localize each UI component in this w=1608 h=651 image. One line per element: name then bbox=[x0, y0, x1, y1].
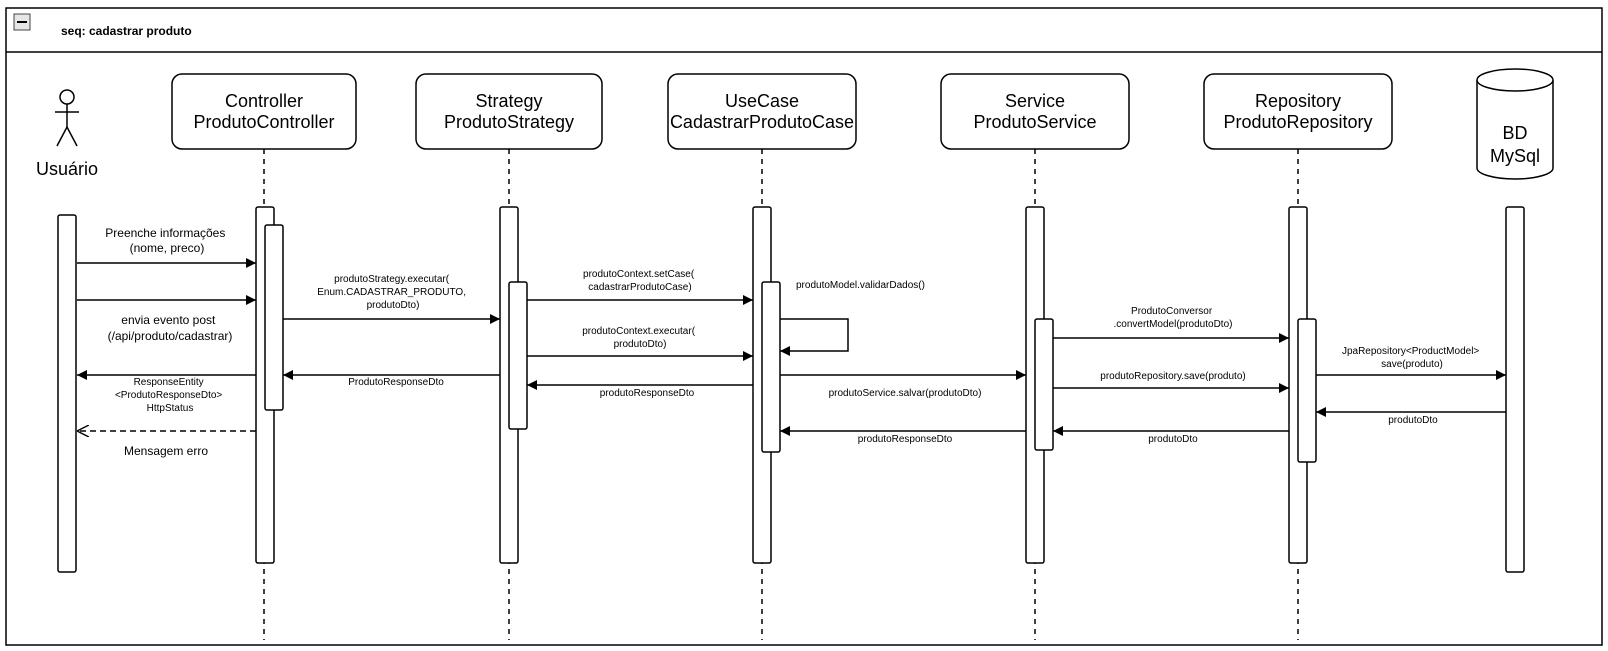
participant-type: Service bbox=[1005, 91, 1065, 111]
participant-name: CadastrarProdutoCase bbox=[670, 112, 854, 132]
participant-service: Service ProdutoService bbox=[940, 73, 1130, 150]
database-type: BD bbox=[1502, 123, 1527, 143]
message-label: produtoResponseDto bbox=[858, 434, 953, 445]
participant-controller: Controller ProdutoController bbox=[171, 73, 357, 150]
participant-type: UseCase bbox=[725, 91, 799, 111]
message-label: Preenche informações (nome, preco) bbox=[105, 226, 228, 255]
activation-bar bbox=[761, 281, 781, 453]
participant-usecase: UseCase CadastrarProdutoCase bbox=[667, 73, 857, 150]
activation-bar bbox=[508, 281, 528, 430]
message-label: produtoDto bbox=[1388, 415, 1438, 426]
message-arrows bbox=[77, 258, 1506, 431]
actor-activation bbox=[57, 214, 77, 573]
participant-name: ProdutoController bbox=[193, 112, 334, 132]
message-label: ProdutoConversor .convertModel(produtoDt… bbox=[1114, 306, 1233, 330]
message-label: Mensagem erro bbox=[124, 444, 208, 458]
activation-bar bbox=[1297, 318, 1317, 463]
self-call-arrow bbox=[780, 318, 849, 356]
stick-figure-icon bbox=[55, 89, 79, 147]
message-label: JpaRepository<ProductModel> save(produto… bbox=[1342, 346, 1482, 370]
message-label: produtoContext.executar( produtoDto) bbox=[582, 326, 698, 350]
participant-name: ProdutoRepository bbox=[1223, 112, 1372, 132]
activation-bar bbox=[1034, 318, 1054, 451]
cylinder-icon bbox=[1476, 68, 1554, 180]
message-label: produtoDto bbox=[1148, 434, 1198, 445]
message-label: produtoRepository.save(produto) bbox=[1100, 371, 1245, 382]
database-name: MySql bbox=[1490, 146, 1540, 166]
participant-type: Strategy bbox=[475, 91, 542, 111]
message-label: ResponseEntity <ProdutoResponseDto> Http… bbox=[115, 377, 225, 414]
message-label: produtoStrategy.executar( Enum.CADASTRAR… bbox=[317, 274, 469, 311]
activations bbox=[255, 206, 1525, 573]
participant-strategy: Strategy ProdutoStrategy bbox=[415, 73, 603, 150]
activation-bar bbox=[264, 224, 284, 411]
participant-name: ProdutoStrategy bbox=[444, 112, 574, 132]
message-labels: Preenche informações (nome, preco) envia… bbox=[105, 226, 1482, 458]
message-label: ProdutoResponseDto bbox=[348, 377, 444, 388]
minus-icon[interactable] bbox=[13, 13, 31, 31]
actor-label: Usuário bbox=[36, 159, 98, 179]
participant-type: Repository bbox=[1255, 91, 1341, 111]
participant-name: ProdutoService bbox=[973, 112, 1096, 132]
message-label: produtoModel.validarDados() bbox=[796, 280, 925, 291]
message-label: produtoResponseDto bbox=[600, 388, 695, 399]
activation-bar bbox=[1505, 206, 1525, 573]
participant-repository: Repository ProdutoRepository bbox=[1203, 73, 1393, 150]
frame-title: seq: cadastrar produto bbox=[61, 24, 192, 38]
message-label: produtoService.salvar(produtoDto) bbox=[829, 388, 982, 399]
participant-type: Controller bbox=[225, 91, 303, 111]
message-label: envia evento post (/api/produto/cadastra… bbox=[108, 313, 233, 343]
message-label: produtoContext.setCase( cadastrarProduto… bbox=[583, 269, 697, 293]
